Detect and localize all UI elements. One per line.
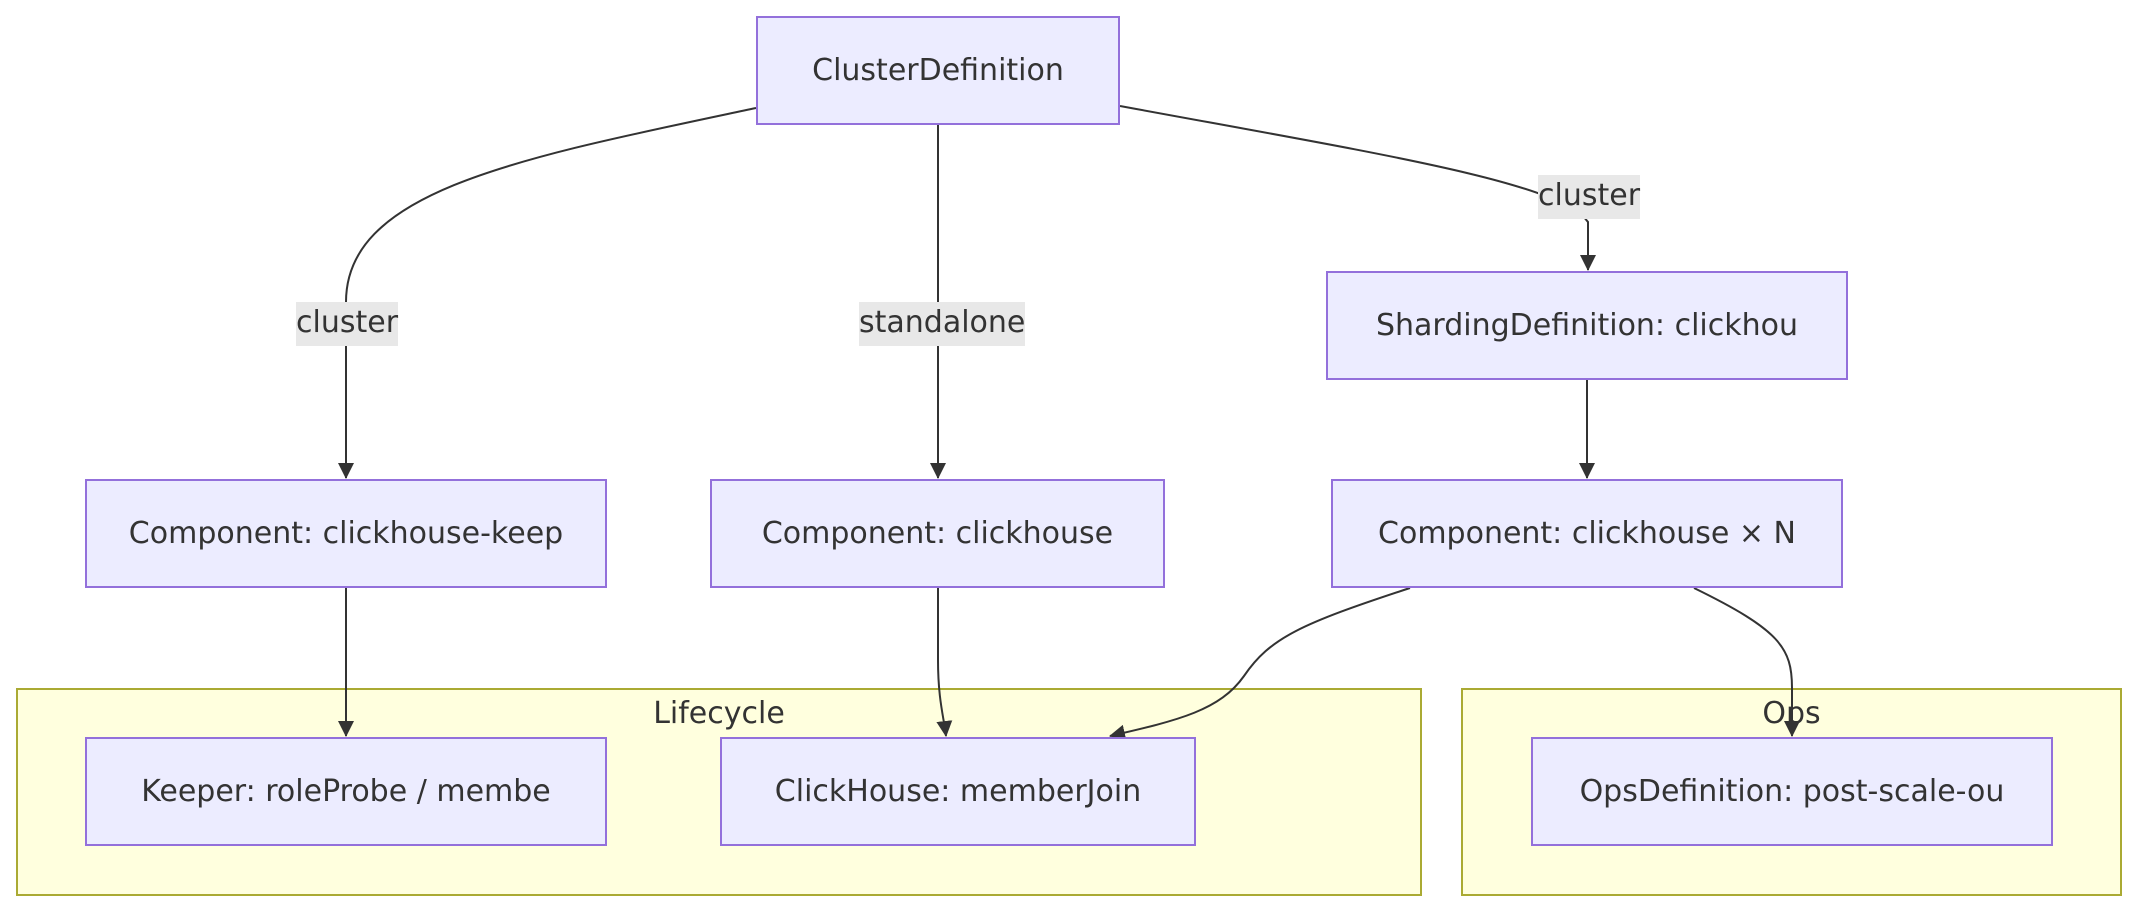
keeper-lifecycle-node: Keeper: roleProbe / membe xyxy=(85,737,607,846)
edge-clusterdef-to-sharding xyxy=(1119,105,1596,271)
edge-label-cluster-keeper-text: cluster xyxy=(296,305,399,340)
ops-definition-label: OpsDefinition: post-scale-ou xyxy=(1579,773,2005,809)
edge-label-standalone-text: standalone xyxy=(859,305,1026,340)
component-clickhouse-node: Component: clickhouse xyxy=(710,479,1165,588)
clickhouse-memberjoin-node: ClickHouse: memberJoin xyxy=(720,737,1196,846)
edge-component-n-to-memberjoin xyxy=(1109,587,1411,741)
edge-label-cluster-sharding-text: cluster xyxy=(1538,178,1641,213)
edge-clusterdef-to-keeper xyxy=(338,107,757,479)
edge-component-n-to-ops xyxy=(1693,587,1800,737)
edge-label-cluster-keeper: cluster xyxy=(296,302,399,346)
ops-definition-node: OpsDefinition: post-scale-ou xyxy=(1531,737,2053,846)
cluster-definition-node: ClusterDefinition xyxy=(756,16,1120,125)
component-clickhouse-n-node: Component: clickhouse × N xyxy=(1331,479,1843,588)
edge-clickhouse-component-to-memberjoin xyxy=(936,588,953,737)
lifecycle-group-title: Lifecycle xyxy=(653,696,785,731)
component-keeper-label: Component: clickhouse-keep xyxy=(128,515,564,551)
cluster-definition-label: ClusterDefinition xyxy=(812,52,1064,88)
sharding-definition-label: ShardingDefinition: clickhou xyxy=(1375,307,1798,343)
keeper-lifecycle-label: Keeper: roleProbe / membe xyxy=(141,773,551,809)
edge-label-standalone: standalone xyxy=(859,302,1026,346)
component-keeper-node: Component: clickhouse-keep xyxy=(85,479,607,588)
component-clickhouse-n-label: Component: clickhouse × N xyxy=(1378,515,1796,551)
clickhouse-memberjoin-label: ClickHouse: memberJoin xyxy=(774,773,1142,809)
sharding-definition-node: ShardingDefinition: clickhou xyxy=(1326,271,1848,380)
component-clickhouse-label: Component: clickhouse xyxy=(761,515,1114,551)
edge-label-cluster-sharding: cluster xyxy=(1538,175,1641,219)
